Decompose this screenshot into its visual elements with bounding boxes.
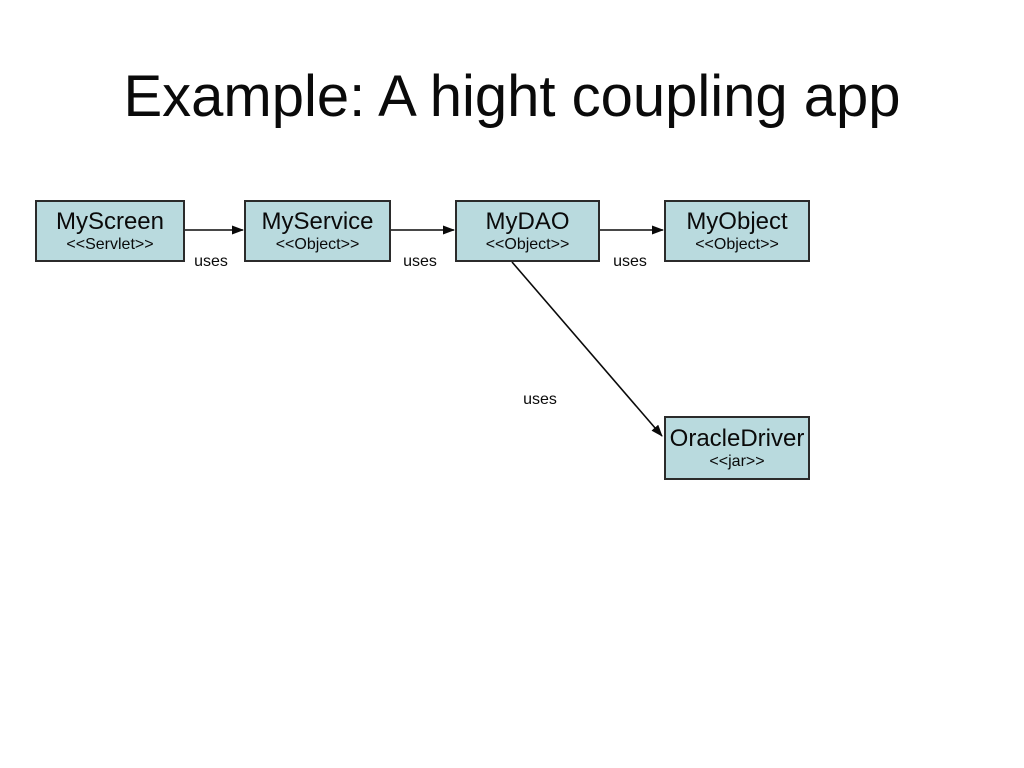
node-title: MyObject <box>686 208 788 235</box>
edge-label-uses-3: uses <box>613 253 647 270</box>
slide-title: Example: A hight coupling app <box>123 64 901 129</box>
node-title: MyService <box>261 208 374 235</box>
node-stereotype: <<Object>> <box>485 236 570 253</box>
node-title: OracleDriver <box>669 425 805 452</box>
node-title: MyDAO <box>485 208 570 235</box>
node-mydao: MyDAO <<Object>> <box>455 200 600 262</box>
edge-label-uses-4: uses <box>523 391 557 408</box>
node-myservice: MyService <<Object>> <box>244 200 391 262</box>
node-myscreen: MyScreen <<Servlet>> <box>35 200 185 262</box>
node-oracledriver: OracleDriver <<jar>> <box>664 416 810 480</box>
arrow-mydao-oracledriver <box>511 261 663 437</box>
node-stereotype: <<Object>> <box>275 236 360 253</box>
node-title: MyScreen <box>55 208 165 235</box>
node-stereotype: <<jar>> <box>709 453 765 470</box>
node-stereotype: <<Object>> <box>695 236 779 253</box>
edge-label-uses-1: uses <box>194 253 228 270</box>
edge-label-uses-2: uses <box>403 253 437 270</box>
node-myobject: MyObject <<Object>> <box>664 200 810 262</box>
node-stereotype: <<Servlet>> <box>66 236 154 253</box>
